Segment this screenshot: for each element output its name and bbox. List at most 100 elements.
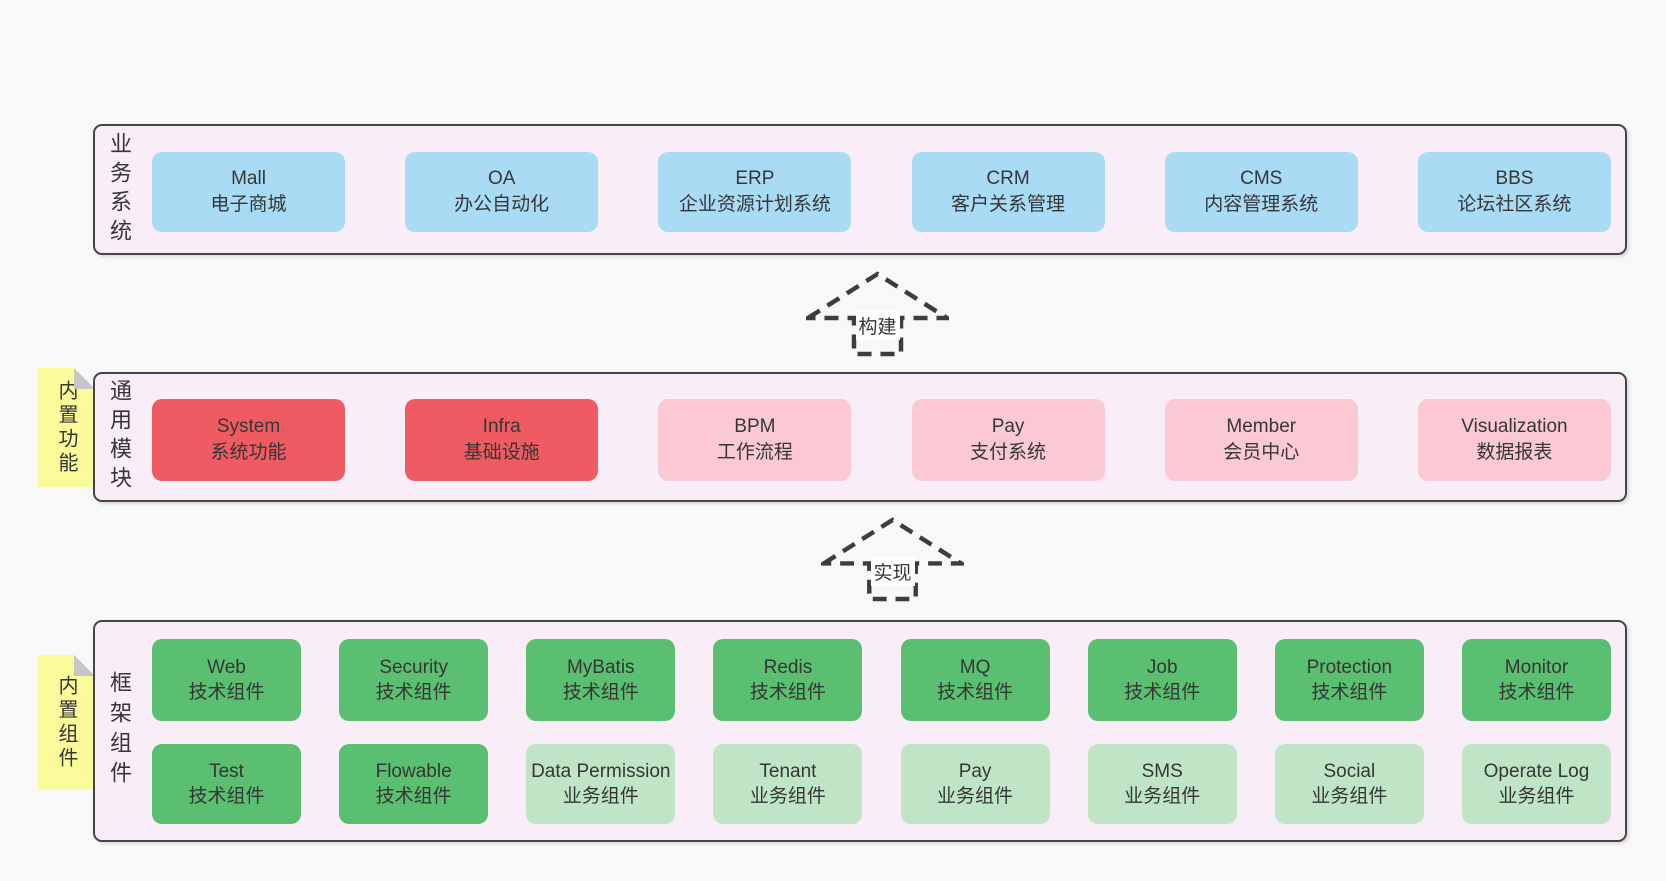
box-title: Operate Log (1483, 761, 1590, 782)
box-title: Member (1226, 416, 1297, 437)
folded-corner-icon (74, 655, 95, 676)
box-subtitle: 技术组件 (749, 682, 826, 703)
box-job: Job 技术组件 (1087, 639, 1237, 721)
up-arrow-icon (821, 517, 964, 602)
box-mq: MQ 技术组件 (900, 639, 1050, 721)
box-subtitle: 业务组件 (749, 786, 826, 807)
box-test: Test 技术组件 (152, 744, 301, 824)
box-data-permission: Data Permission 业务组件 (526, 744, 676, 824)
box-subtitle: 数据报表 (1476, 442, 1553, 463)
box-title: Pay (958, 761, 992, 782)
box-subtitle: 技术组件 (1498, 682, 1575, 703)
box-title: CMS (1240, 168, 1283, 189)
box-title: Web (207, 657, 246, 678)
note-label: 内置组件 (55, 674, 77, 771)
box-flowable: Flowable 技术组件 (339, 744, 489, 824)
box-subtitle: 内容管理系统 (1204, 194, 1319, 215)
box-title: Protection (1306, 657, 1393, 678)
box-pay-system: Pay 支付系统 (911, 399, 1105, 481)
common-modules-row: System 系统功能 Infra 基础设施 BPM 工作流程 Pay 支付系统… (152, 374, 1611, 481)
box-infra: Infra 基础设施 (405, 399, 599, 481)
box-subtitle: 技术组件 (188, 786, 265, 807)
box-subtitle: 技术组件 (375, 682, 452, 703)
box-title: MyBatis (566, 657, 635, 678)
box-title: Visualization (1461, 416, 1568, 437)
built-in-components-note: 内置组件 (38, 655, 95, 790)
box-subtitle: 技术组件 (1124, 682, 1201, 703)
box-subtitle: 论坛社区系统 (1457, 194, 1572, 215)
box-bbs: BBS 论坛社区系统 (1417, 152, 1611, 232)
box-subtitle: 办公自动化 (454, 194, 550, 215)
box-title: Monitor (1504, 657, 1569, 678)
box-subtitle: 技术组件 (937, 682, 1014, 703)
box-tenant: Tenant 业务组件 (713, 744, 863, 824)
box-subtitle: 技术组件 (1311, 682, 1388, 703)
box-sms: SMS 业务组件 (1087, 744, 1237, 824)
implement-arrow: 实现 (821, 517, 964, 602)
box-subtitle: 业务组件 (1498, 786, 1575, 807)
box-subtitle: 电子商城 (210, 194, 287, 215)
box-title: Security (379, 657, 448, 678)
box-subtitle: 会员中心 (1223, 442, 1300, 463)
box-subtitle: 业务组件 (937, 786, 1014, 807)
box-title: MQ (959, 657, 991, 678)
box-subtitle: 支付系统 (970, 442, 1047, 463)
box-subtitle: 企业资源计划系统 (678, 194, 831, 215)
box-title: Job (1146, 657, 1178, 678)
box-subtitle: 业务组件 (1124, 786, 1201, 807)
box-subtitle: 基础设施 (463, 442, 540, 463)
note-label: 内置功能 (55, 379, 77, 476)
framework-components-layer: 框架组件 Web 技术组件 Security 技术组件 MyBatis 技术组件… (93, 620, 1627, 842)
box-visualization: Visualization 数据报表 (1417, 399, 1611, 481)
box-system: System 系统功能 (152, 399, 345, 481)
box-crm: CRM 客户关系管理 (911, 152, 1105, 232)
box-title: Redis (763, 657, 813, 678)
up-arrow-icon (806, 271, 949, 357)
built-in-features-note: 内置功能 (38, 368, 95, 487)
box-redis: Redis 技术组件 (713, 639, 863, 721)
box-monitor: Monitor 技术组件 (1461, 639, 1611, 721)
box-title: Test (209, 761, 244, 782)
box-subtitle: 技术组件 (188, 682, 265, 703)
box-subtitle: 业务组件 (1311, 786, 1388, 807)
box-erp: ERP 企业资源计划系统 (658, 152, 852, 232)
box-subtitle: 技术组件 (562, 682, 639, 703)
box-title: ERP (735, 168, 775, 189)
tech-components-row: Web 技术组件 Security 技术组件 MyBatis 技术组件 Redi… (152, 622, 1611, 721)
box-title: SMS (1141, 761, 1183, 782)
box-title: CRM (986, 168, 1030, 189)
box-mall: Mall 电子商城 (152, 152, 345, 232)
build-arrow-label: 构建 (855, 311, 900, 340)
box-security: Security 技术组件 (339, 639, 489, 721)
box-title: Mall (231, 168, 266, 189)
box-cms: CMS 内容管理系统 (1164, 152, 1358, 232)
box-title: Social (1323, 761, 1376, 782)
box-bpm: BPM 工作流程 (658, 399, 852, 481)
implement-arrow-label: 实现 (870, 557, 915, 586)
box-subtitle: 技术组件 (375, 786, 452, 807)
box-title: Infra (482, 416, 521, 437)
box-member: Member 会员中心 (1164, 399, 1358, 481)
box-web: Web 技术组件 (152, 639, 301, 721)
box-title: Data Permission (531, 761, 671, 782)
box-pay-component: Pay 业务组件 (900, 744, 1050, 824)
box-title: OA (487, 168, 516, 189)
box-title: BPM (734, 416, 776, 437)
box-title: BBS (1495, 168, 1534, 189)
business-systems-layer: 业务系统 Mall 电子商城 OA 办公自动化 ERP 企业资源计划系统 CRM… (93, 124, 1627, 255)
box-social: Social 业务组件 (1274, 744, 1424, 824)
box-title: Pay (991, 416, 1025, 437)
build-arrow: 构建 (806, 271, 949, 357)
component-layer-label: 框架组件 (107, 671, 132, 791)
business-systems-row: Mall 电子商城 OA 办公自动化 ERP 企业资源计划系统 CRM 客户关系… (152, 126, 1611, 232)
box-subtitle: 业务组件 (562, 786, 639, 807)
box-subtitle: 工作流程 (716, 442, 793, 463)
box-subtitle: 客户关系管理 (951, 194, 1066, 215)
box-protection: Protection 技术组件 (1274, 639, 1424, 721)
box-mybatis: MyBatis 技术组件 (526, 639, 676, 721)
box-oa: OA 办公自动化 (405, 152, 599, 232)
box-title: Tenant (759, 761, 817, 782)
business-layer-label: 业务系统 (107, 131, 132, 248)
biz-components-row: Test 技术组件 Flowable 技术组件 Data Permission … (152, 721, 1611, 824)
